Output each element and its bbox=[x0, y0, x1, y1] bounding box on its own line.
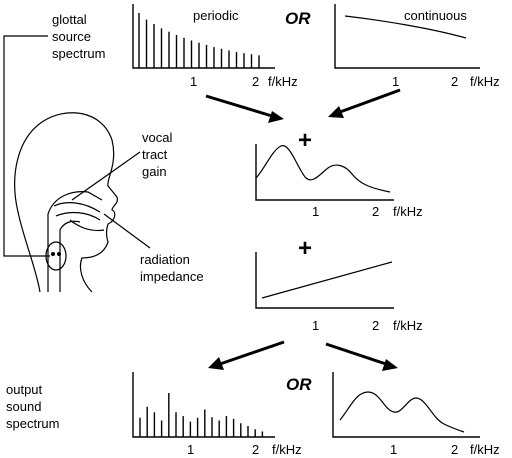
glottal-label-line3: spectrum bbox=[52, 46, 105, 61]
vocal-label-line3: gain bbox=[142, 164, 167, 179]
radiation-tick-1: 1 bbox=[312, 318, 319, 333]
vocal-tick-2: 2 bbox=[372, 204, 379, 219]
continuous-tick-2: 2 bbox=[451, 74, 458, 89]
vocal-label-line1: vocal bbox=[142, 130, 172, 145]
continuous-title: continuous bbox=[404, 8, 467, 23]
continuous-unit: f/kHz bbox=[470, 74, 500, 89]
periodic-tick-1: 1 bbox=[190, 74, 197, 89]
radiation-label-line2: impedance bbox=[140, 269, 204, 284]
continuous-source-axes bbox=[334, 4, 480, 69]
radiation-pointer-line bbox=[103, 213, 151, 249]
periodic-source-bars bbox=[138, 13, 260, 68]
vocal-tract-curve bbox=[255, 145, 391, 193]
arrows-into-tract bbox=[205, 88, 401, 123]
vocal-tract-axes bbox=[255, 144, 394, 201]
output2-unit: f/kHz bbox=[470, 442, 500, 457]
plus-sign-1: + bbox=[298, 127, 312, 154]
arrows-to-output bbox=[208, 340, 398, 371]
output-unit: f/kHz bbox=[272, 442, 302, 457]
or-label-bottom: OR bbox=[286, 375, 312, 394]
output2-tick-1: 1 bbox=[390, 442, 397, 457]
radiation-line bbox=[261, 261, 393, 299]
head-profile-drawing bbox=[14, 112, 118, 293]
periodic-output-bars bbox=[139, 393, 264, 437]
periodic-title: periodic bbox=[193, 8, 239, 23]
periodic-source-axes bbox=[132, 4, 275, 69]
output2-tick-2: 2 bbox=[451, 442, 458, 457]
periodic-output-chart: 1 2 f/kHz bbox=[132, 372, 302, 457]
vocal-label-line2: tract bbox=[142, 147, 168, 162]
periodic-source-chart: periodic 1 2 f/kHz bbox=[132, 4, 298, 89]
radiation-axes bbox=[255, 252, 394, 309]
plus-sign-2: + bbox=[298, 235, 312, 262]
periodic-tick-2: 2 bbox=[252, 74, 259, 89]
vocal-tick-1: 1 bbox=[312, 204, 319, 219]
radiation-label-line1: radiation bbox=[140, 252, 190, 267]
output-label-line1: output bbox=[6, 382, 43, 397]
continuous-source-curve bbox=[344, 15, 467, 39]
output-label-line3: spectrum bbox=[6, 416, 59, 431]
output-tick-1: 1 bbox=[187, 442, 194, 457]
periodic-unit: f/kHz bbox=[268, 74, 298, 89]
radiation-chart: 1 2 f/kHz bbox=[255, 252, 423, 333]
radiation-tick-2: 2 bbox=[372, 318, 379, 333]
continuous-output-curve bbox=[339, 391, 465, 433]
continuous-source-chart: continuous 1 2 f/kHz bbox=[334, 4, 500, 89]
continuous-output-chart: 1 2 f/kHz bbox=[332, 372, 500, 457]
vocal-pointer-line bbox=[71, 151, 141, 201]
output-tick-2: 2 bbox=[252, 442, 259, 457]
continuous-output-axes bbox=[332, 372, 480, 438]
or-label-top: OR bbox=[285, 9, 311, 28]
vocal-unit: f/kHz bbox=[393, 204, 423, 219]
output-label-line2: sound bbox=[6, 399, 41, 414]
periodic-output-axes bbox=[132, 372, 275, 438]
glottal-label-line2: source bbox=[52, 29, 91, 44]
vocal-tract-chart: 1 2 f/kHz bbox=[255, 144, 423, 219]
glottal-label-line1: glottal bbox=[52, 12, 87, 27]
continuous-tick-1: 1 bbox=[392, 74, 399, 89]
glottal-pointer-line bbox=[3, 35, 50, 257]
radiation-unit: f/kHz bbox=[393, 318, 423, 333]
